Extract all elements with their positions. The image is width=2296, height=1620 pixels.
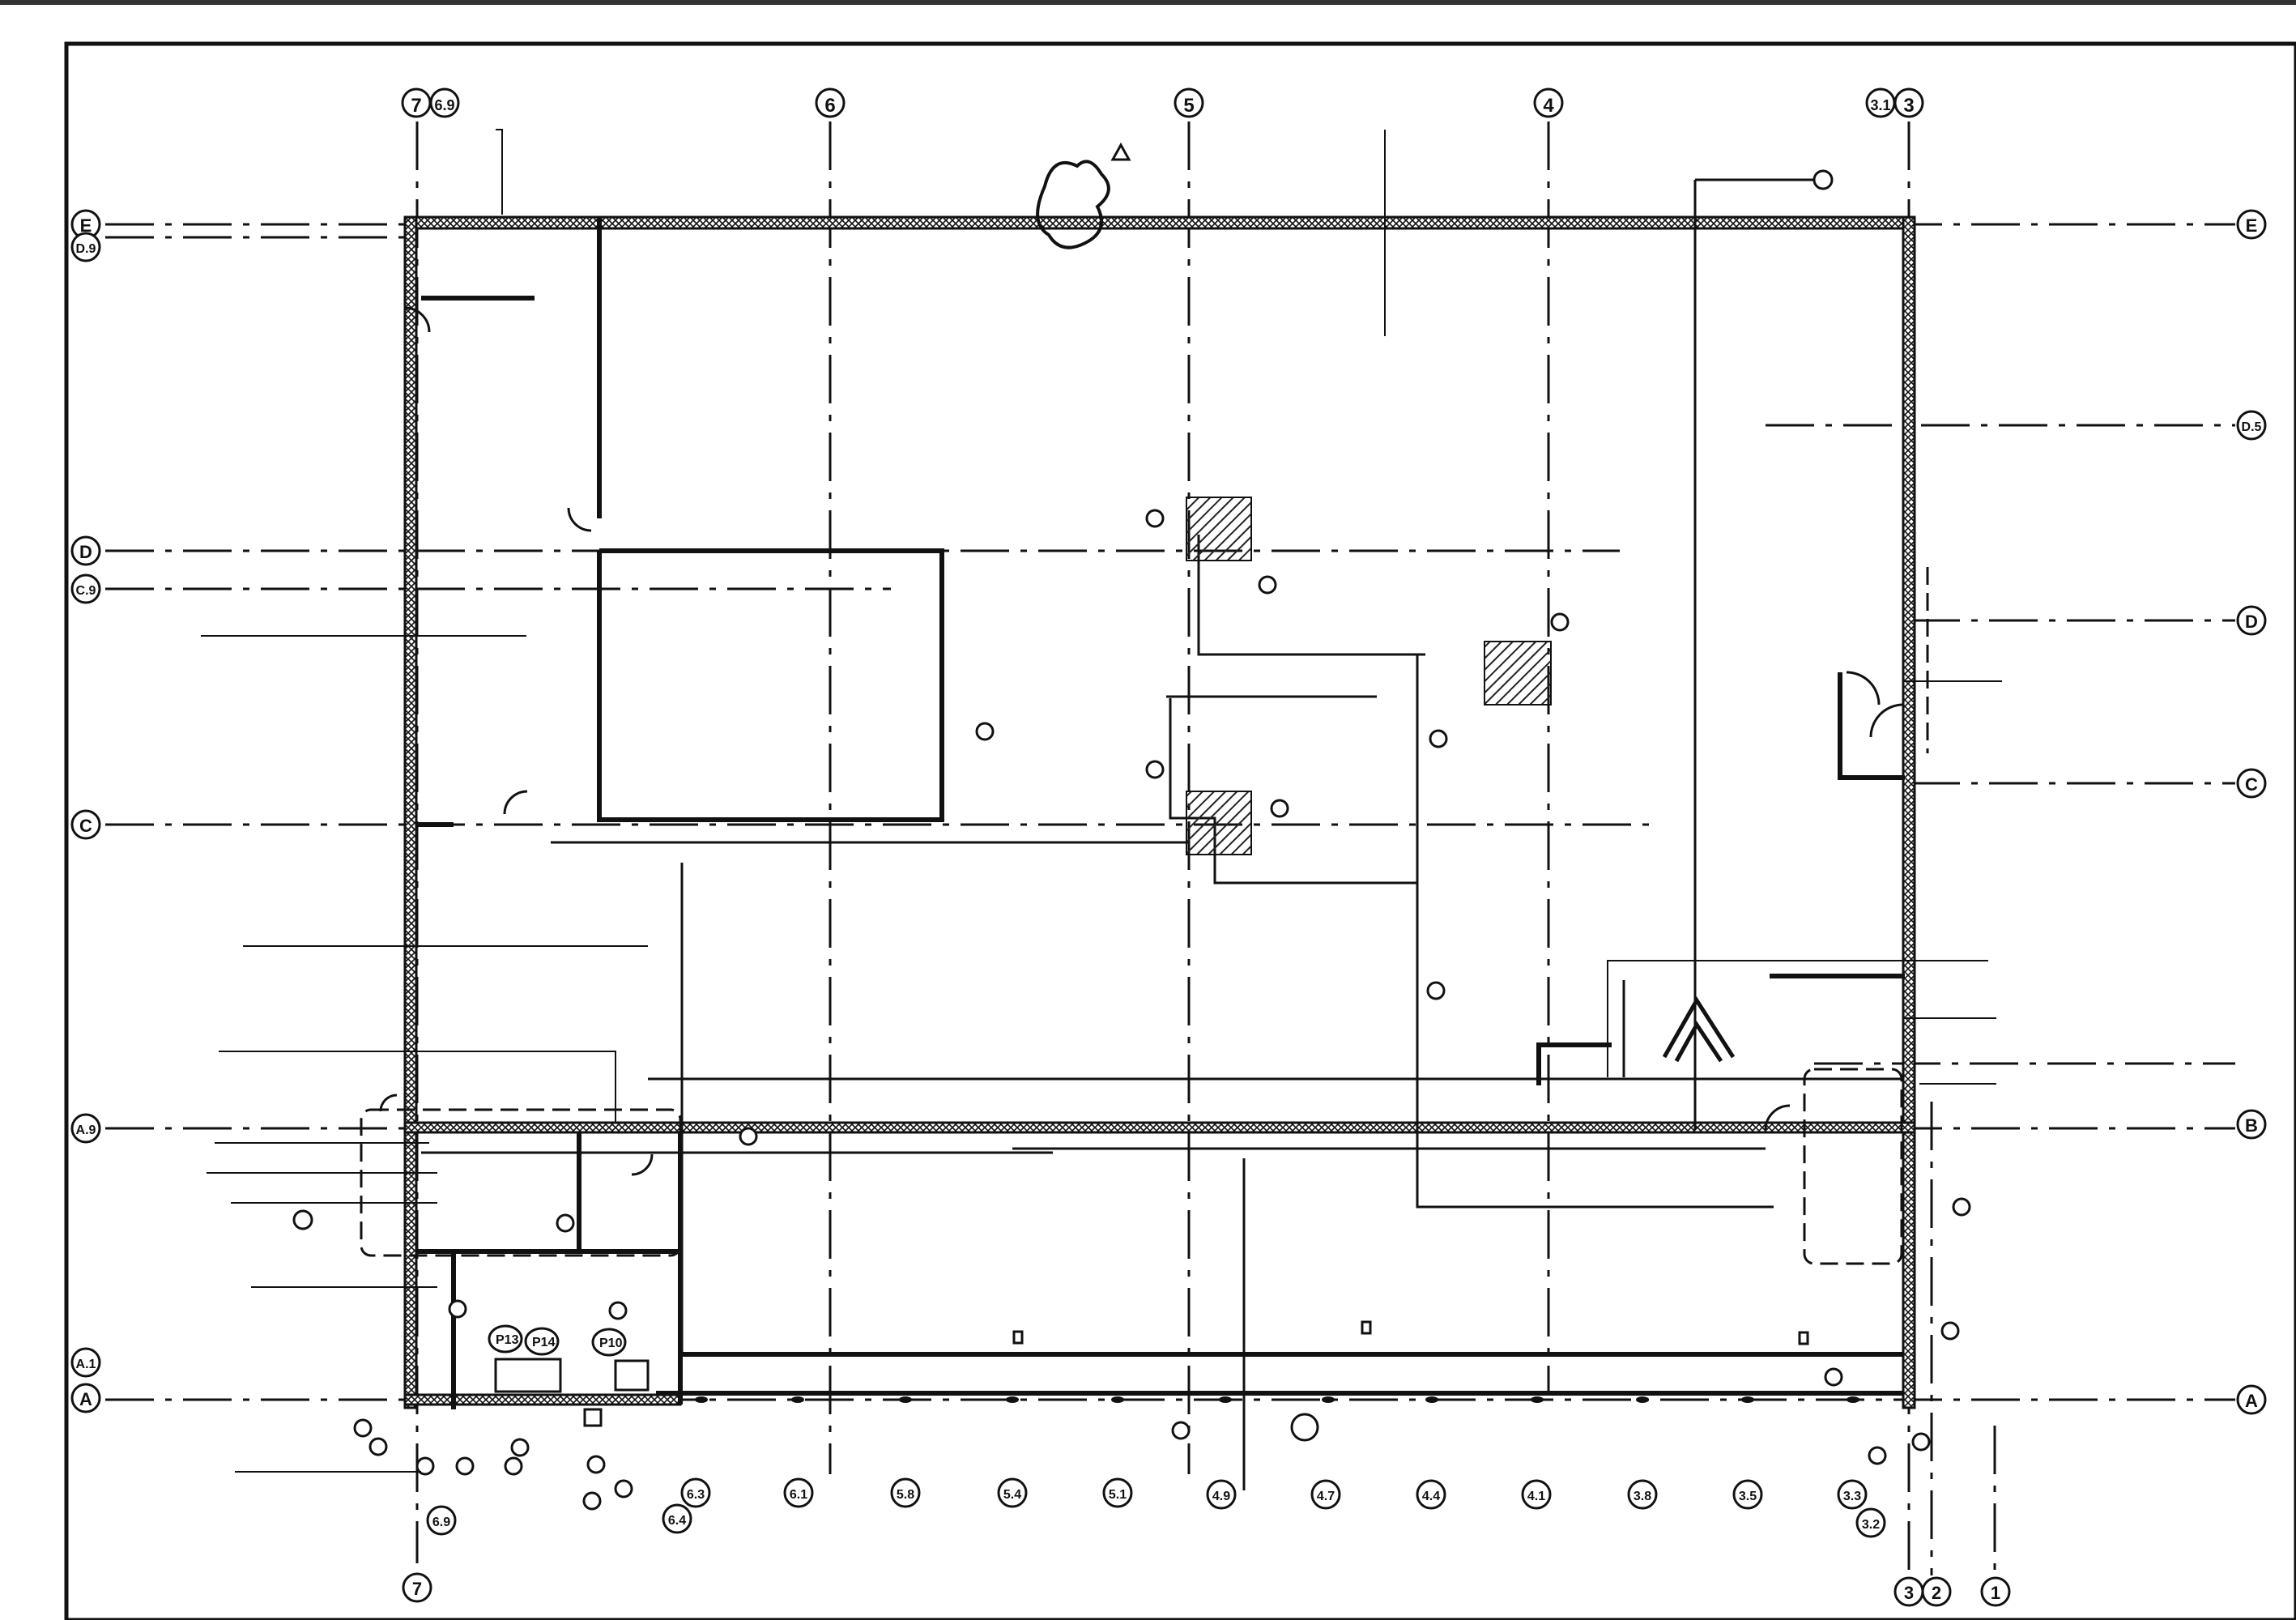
grid-right-label: D.5 — [2242, 420, 2262, 434]
grid-left-label: D — [79, 542, 92, 562]
grid-bottom-label: 2 — [1932, 1583, 1941, 1603]
grid-bottom-label: 5.1 — [1109, 1488, 1127, 1502]
grid-labels-right: E D.5 D C B A — [2242, 215, 2262, 1411]
rd-markers — [1012, 1320, 1809, 1442]
interior-walls — [417, 217, 1905, 1409]
grid-bottom-label: 1 — [1991, 1583, 2000, 1603]
grid-bottom-label: 4.7 — [1317, 1490, 1335, 1503]
grid-right-label: D — [2245, 612, 2258, 632]
column-pads — [695, 1396, 1859, 1403]
grid-bottom-label: 5.8 — [897, 1488, 914, 1502]
grid-top-label: 6 — [824, 95, 835, 117]
grid-bubbles-left — [70, 209, 101, 1413]
compressor-room-equipment — [494, 1358, 650, 1427]
grid-bottom-label: 4.9 — [1212, 1490, 1230, 1503]
grid-top-label: 4 — [1543, 95, 1554, 117]
grid-bubbles-bottom — [402, 1477, 2011, 1607]
grid-top-label: 5 — [1183, 95, 1194, 117]
keynote-markers — [292, 169, 1971, 1511]
grid-labels-bottom: 6.9 6.4 6.3 6.1 5.8 5.4 5.1 4.9 4.7 4.4 … — [412, 1488, 2000, 1603]
grid-top-label: 6.9 — [434, 97, 454, 113]
dashed-outlines — [360, 567, 1929, 1265]
grid-bubbles-right — [2236, 209, 2267, 1415]
grid-right-label: B — [2245, 1115, 2258, 1136]
tag-p14: P14 — [532, 1336, 556, 1349]
leader-lines — [201, 129, 2002, 1473]
grid-left-label: A.9 — [76, 1123, 96, 1137]
grid-bottom-label: 3.2 — [1862, 1518, 1880, 1532]
grid-bottom-label: 5.4 — [1003, 1488, 1021, 1502]
grid-left-label: A — [79, 1389, 92, 1409]
grid-bottom-label: 4.4 — [1422, 1490, 1440, 1503]
exterior-walls — [403, 215, 1916, 1409]
grid-bottom-label: 7 — [412, 1579, 422, 1599]
grid-labels-left: E D.9 D C.9 C A.9 A.1 A — [76, 215, 96, 1409]
grid-bubbles-top — [401, 87, 1924, 118]
grid-right-label: A — [2245, 1391, 2258, 1411]
grid-bottom-label: 4.1 — [1527, 1490, 1545, 1503]
grid-left-label: E — [80, 215, 92, 236]
top-scan-edge — [0, 0, 2296, 5]
tag-p10: P10 — [599, 1336, 623, 1350]
grid-top-label: 3 — [1903, 95, 1914, 117]
grid-bottom-label: 3.8 — [1634, 1490, 1651, 1503]
stair-chevron — [1662, 996, 1736, 1063]
grid-right-label: C — [2245, 774, 2258, 795]
grid-bottom-label: 6.9 — [432, 1516, 450, 1529]
grid-left-label: D.9 — [76, 242, 96, 256]
revision-cloud — [1036, 160, 1110, 249]
grid-top-label: 7 — [411, 95, 421, 117]
grid-left-label: C.9 — [76, 584, 96, 598]
grid-bottom-label: 3.3 — [1843, 1490, 1861, 1503]
tag-p13: P13 — [496, 1333, 519, 1347]
door-swings — [379, 306, 1904, 1176]
revision-triangle — [1110, 142, 1131, 161]
grid-right-label: E — [2246, 215, 2258, 236]
grid-bottom-label: 3.5 — [1739, 1490, 1757, 1503]
grid-left-label: A.1 — [76, 1358, 96, 1371]
equipment-tags: P13 P14 P10 — [488, 1324, 627, 1357]
grid-left-label: C — [79, 816, 92, 836]
equipment-blocks — [1186, 497, 1552, 855]
grid-top-label: 3.1 — [1870, 97, 1890, 113]
sheet-border — [64, 41, 2296, 1620]
grid-bottom-label: 6.1 — [790, 1488, 807, 1502]
grid-bottom-label: 3 — [1904, 1583, 1914, 1603]
grid-bottom-label: 6.3 — [687, 1488, 705, 1502]
pipe-runs — [421, 178, 1903, 1490]
grid-labels-top: 7 6.9 6 5 4 3.1 3 — [411, 95, 1914, 117]
grid-bottom-label: 6.4 — [668, 1514, 686, 1528]
